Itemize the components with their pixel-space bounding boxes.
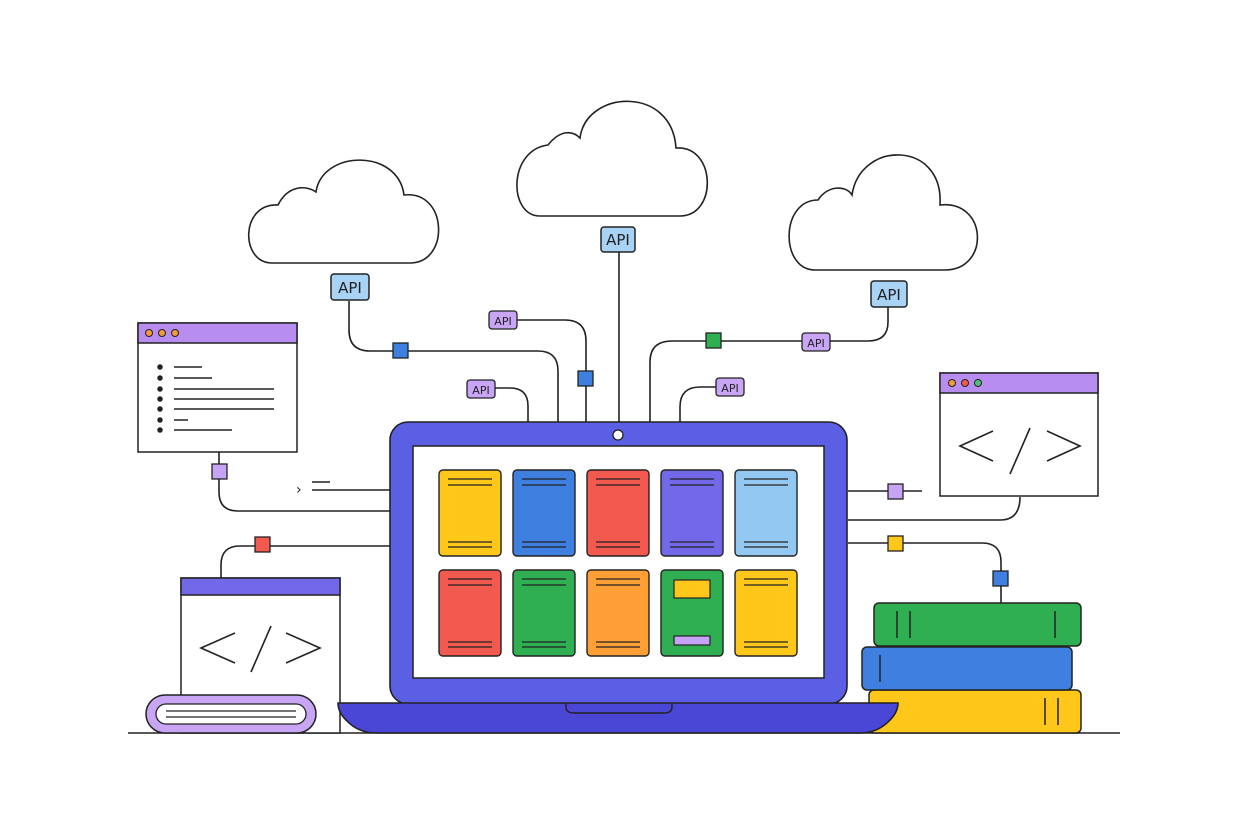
connector-node-icon (577, 370, 594, 387)
api-tag-icon-mid-right: API (801, 332, 831, 352)
cloud-icon-center (516, 100, 709, 217)
api-label: API (877, 286, 901, 304)
api-tag-icon-lower-right: API (715, 377, 745, 397)
connector-node-icon (887, 535, 904, 552)
code-icon (958, 427, 1082, 475)
code-icon (199, 625, 322, 673)
api-label: API (606, 231, 630, 249)
connector-node-icon (211, 463, 228, 480)
app-tile (734, 569, 798, 657)
browser-window-icon-list (137, 322, 298, 453)
connector-node-icon (992, 570, 1009, 587)
scroll-capsule-icon (145, 694, 317, 734)
app-tile (586, 469, 650, 557)
screen-tiles (438, 469, 798, 657)
api-tag-icon-mid-left: API (488, 310, 518, 330)
app-tile (660, 569, 724, 657)
api-label: API (472, 384, 489, 397)
app-tile (438, 569, 502, 657)
api-tag-icon-lower-left: API (466, 379, 496, 399)
list-lines (157, 364, 274, 433)
connector-node-icon (705, 332, 722, 349)
webcam (612, 429, 624, 441)
api-tag-icon-left-cloud: API (330, 273, 370, 301)
app-tile (438, 469, 502, 557)
app-tile (586, 569, 650, 657)
trackpad-notch (565, 703, 673, 714)
book-stack-icon (861, 602, 1082, 734)
book (868, 689, 1082, 734)
api-label: API (721, 382, 738, 395)
connector-node-icon (392, 342, 409, 359)
cloud-icon-left (247, 159, 440, 264)
api-tag-icon-right-cloud: API (870, 280, 908, 308)
book (873, 602, 1082, 647)
cloud-icon-right (788, 154, 979, 271)
connector-node-icon (887, 483, 904, 500)
app-tile (660, 469, 724, 557)
app-tile (512, 469, 576, 557)
api-label: API (807, 337, 824, 350)
connector-node-icon (254, 536, 271, 553)
prompt-symbol: › (296, 482, 302, 498)
api-label: API (338, 279, 362, 297)
browser-window-icon-code (939, 372, 1099, 497)
api-label: API (494, 315, 511, 328)
app-tile (512, 569, 576, 657)
laptop-base (337, 702, 899, 734)
book (861, 646, 1073, 691)
app-tile (734, 469, 798, 557)
connector-lines (218, 252, 1021, 603)
api-tag-icon-center-cloud: API (600, 226, 636, 253)
laptop-icon (337, 421, 899, 734)
